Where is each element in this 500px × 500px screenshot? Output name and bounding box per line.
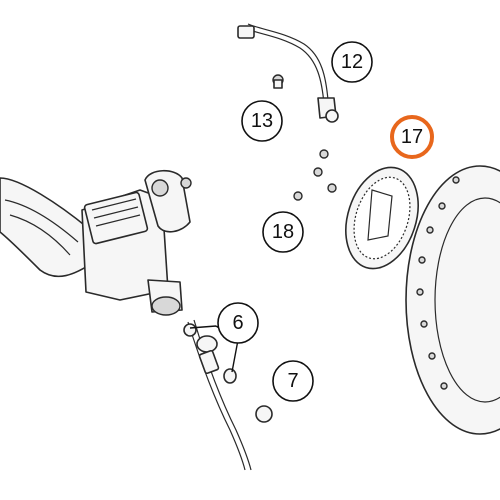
sensor-ring xyxy=(345,166,419,270)
callout-17-label: 17 xyxy=(401,126,423,148)
master-cylinder xyxy=(81,169,192,316)
callout-13[interactable]: 13 xyxy=(241,100,283,142)
screws-group xyxy=(293,149,337,201)
callout-6-label: 6 xyxy=(232,312,243,334)
callout-6[interactable]: 6 xyxy=(189,302,259,373)
callout-7-label: 7 xyxy=(287,370,298,392)
speed-sensor-assembly xyxy=(237,23,339,123)
callout-12-label: 12 xyxy=(341,51,363,73)
callout-18[interactable]: 18 xyxy=(262,211,304,253)
brake-lever xyxy=(0,177,96,278)
callout-12[interactable]: 12 xyxy=(331,41,373,83)
callout-13-label: 13 xyxy=(251,110,273,132)
callout-18-label: 18 xyxy=(272,221,294,243)
callout-7[interactable]: 7 xyxy=(272,360,314,402)
brake-disc xyxy=(405,165,500,435)
brake-hose-lower xyxy=(183,319,273,471)
callout-17[interactable]: 17 xyxy=(390,115,434,159)
